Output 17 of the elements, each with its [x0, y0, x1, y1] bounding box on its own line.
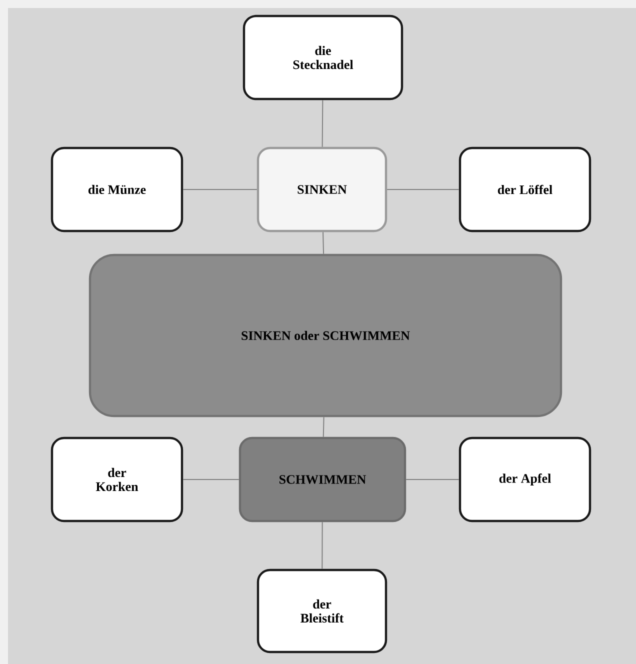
connector-line — [322, 522, 323, 570]
word-box: der Bleistift — [256, 568, 388, 654]
connector-line — [386, 189, 460, 190]
connector-line — [182, 189, 258, 190]
word-box: der Löffel — [458, 146, 592, 232]
connector-line — [322, 232, 324, 254]
category-box: SINKEN — [256, 146, 388, 232]
title-box: SINKEN oder SCHWIMMEN — [88, 254, 562, 418]
connector-line — [322, 416, 324, 438]
word-box: der Apfel — [458, 436, 592, 522]
word-box: die Stecknadel — [242, 14, 404, 100]
connector-line — [182, 479, 240, 480]
word-box: die Münze — [50, 146, 184, 232]
category-box: SCHWIMMEN — [238, 436, 406, 522]
connector-line — [406, 479, 460, 480]
word-box: der Korken — [50, 436, 184, 522]
connector-line — [322, 100, 324, 148]
